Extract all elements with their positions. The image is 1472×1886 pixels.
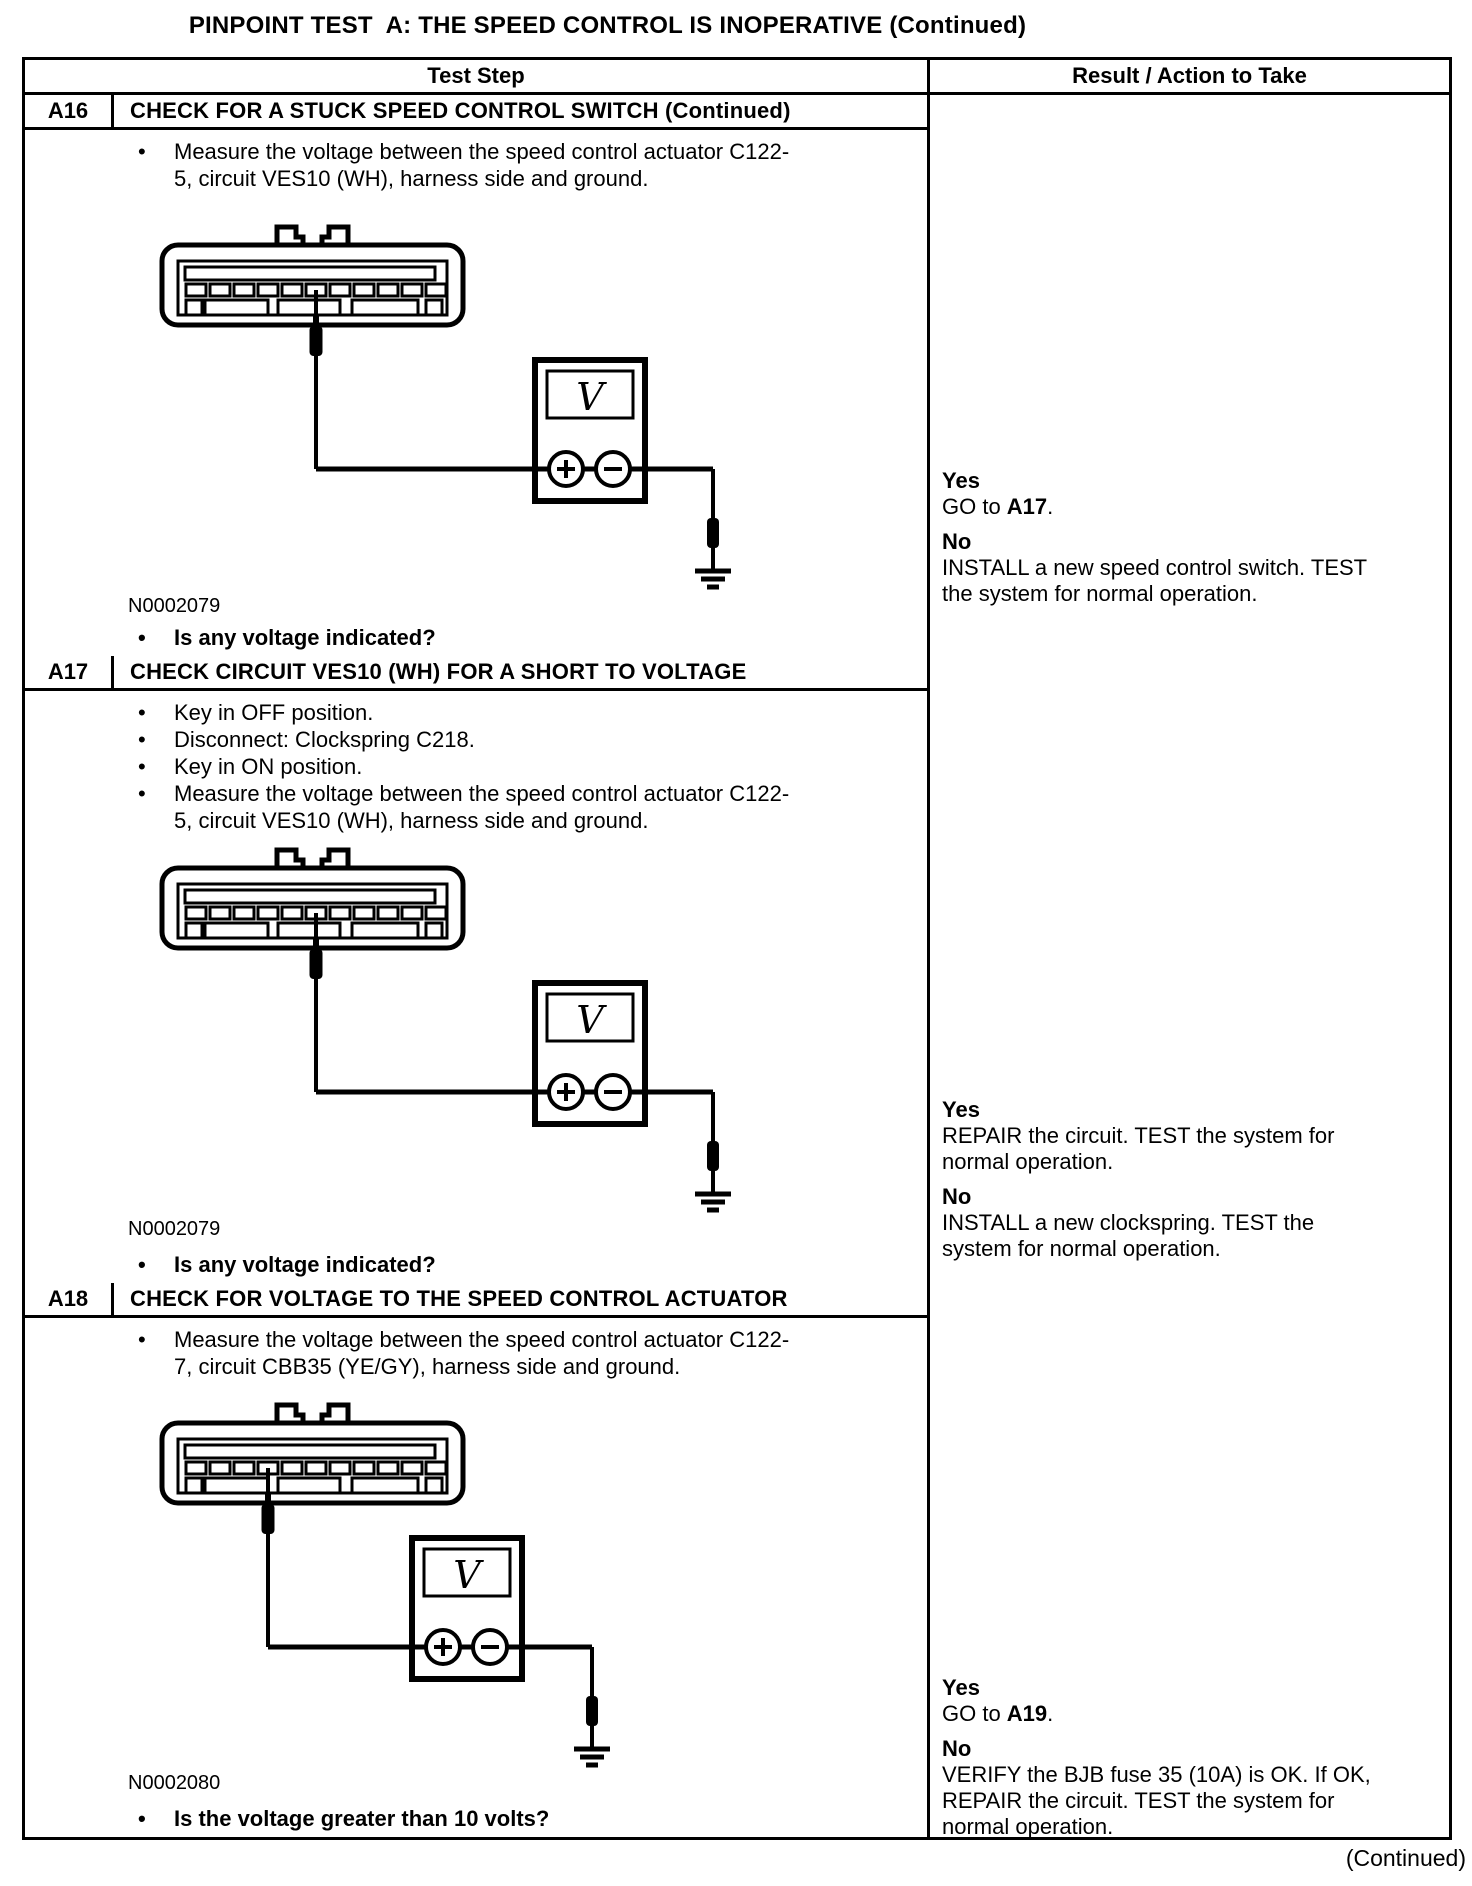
step-id-cell: A18 — [25, 1283, 114, 1315]
question-text: Is the voltage greater than 10 volts? — [174, 1806, 550, 1831]
question-text: Is any voltage indicated? — [174, 625, 436, 650]
figure-caption: N0002079 — [128, 1218, 221, 1240]
instruction-item: • Measure the voltage between the speed … — [138, 1326, 794, 1380]
bullet-marker: • — [138, 781, 146, 806]
no-action: INSTALL a new speed control switch. TEST… — [942, 555, 1367, 606]
harness-connector — [159, 847, 466, 951]
step-header-row: A16 CHECK FOR A STUCK SPEED CONTROL SWIT… — [25, 95, 927, 130]
yes-action: GO to A19. — [942, 1701, 1054, 1726]
step-title: CHECK FOR VOLTAGE TO THE SPEED CONTROL A… — [130, 1286, 788, 1311]
page-title: PINPOINT TEST A: THE SPEED CONTROL IS IN… — [188, 12, 1027, 39]
bullet-text: Disconnect: Clockspring C218. — [174, 727, 475, 752]
probe-body — [309, 949, 323, 979]
result-cell: Yes REPAIR the circuit. TEST the system … — [927, 656, 1449, 1283]
result-cell: Yes GO to A19. No VERIFY the BJB fuse 35… — [927, 1283, 1449, 1840]
step-body: • Key in OFF position. • Disconnect: Clo… — [25, 691, 927, 1283]
voltmeter: V — [316, 980, 713, 1127]
step-id-cell: A16 — [25, 95, 114, 127]
bullet-marker: • — [138, 1252, 146, 1277]
instruction-item: • Disconnect: Clockspring C218. — [138, 726, 794, 753]
instruction-item: • Key in OFF position. — [138, 699, 794, 726]
result-block: Yes REPAIR the circuit. TEST the system … — [942, 1097, 1372, 1262]
probe-body — [309, 326, 323, 356]
bullet-marker: • — [138, 1806, 146, 1831]
step-question: • Is any voltage indicated? — [138, 624, 436, 651]
ground-symbol — [695, 469, 731, 590]
question-text: Is any voltage indicated? — [174, 1252, 436, 1277]
no-label: No — [942, 1184, 972, 1209]
harness-connector — [159, 224, 466, 328]
ground-symbol — [574, 1647, 610, 1768]
yes-label: Yes — [942, 468, 980, 493]
column-header-test-step: Test Step — [427, 63, 525, 88]
step-id-cell: A17 — [25, 656, 114, 688]
no-label: No — [942, 1736, 972, 1761]
test-step-section-a17: Yes REPAIR the circuit. TEST the system … — [25, 656, 1449, 1283]
result-cell: Yes GO to A17. No INSTALL a new speed co… — [927, 95, 1449, 656]
probe-tip — [313, 937, 319, 953]
result-block: Yes GO to A19. No VERIFY the BJB fuse 35… — [942, 1675, 1372, 1840]
bullet-marker: • — [138, 139, 146, 164]
step-title: CHECK FOR A STUCK SPEED CONTROL SWITCH (… — [130, 98, 791, 123]
continued-note: (Continued) — [1345, 1845, 1466, 1871]
step-title: CHECK CIRCUIT VES10 (WH) FOR A SHORT TO … — [130, 659, 747, 684]
figure-caption: N0002080 — [128, 1772, 221, 1794]
probe-body — [261, 1504, 275, 1534]
instruction-item: • Measure the voltage between the speed … — [138, 780, 794, 834]
result-block: Yes GO to A17. No INSTALL a new speed co… — [942, 468, 1372, 607]
bullet-text: Measure the voltage between the speed co… — [174, 1327, 790, 1379]
bullet-marker: • — [138, 754, 146, 779]
voltmeter: V — [268, 1535, 592, 1682]
step-instruction-list: • Key in OFF position. • Disconnect: Clo… — [138, 699, 794, 834]
goto-step-ref: A19 — [1006, 1701, 1048, 1726]
step-instruction-list: • Measure the voltage between the speed … — [138, 1326, 794, 1380]
step-body: • Measure the voltage between the speed … — [25, 130, 927, 656]
no-action: INSTALL a new clockspring. TEST the syst… — [942, 1210, 1315, 1261]
measurement-schematic: V — [159, 224, 731, 590]
bullet-text: Key in ON position. — [174, 754, 363, 779]
yes-label: Yes — [942, 1097, 980, 1122]
step-question: • Is any voltage indicated? — [138, 1251, 436, 1278]
yes-action: GO to A17. — [942, 494, 1054, 519]
voltmeter-display-glyph: V — [453, 1553, 484, 1597]
bullet-text: Measure the voltage between the speed co… — [174, 781, 790, 833]
column-header-result-action: Result / Action to Take — [1072, 63, 1307, 88]
step-instruction-list: • Measure the voltage between the speed … — [138, 138, 794, 192]
bullet-marker: • — [138, 727, 146, 752]
yes-label: Yes — [942, 1675, 980, 1700]
no-action: VERIFY the BJB fuse 35 (10A) is OK. If O… — [942, 1762, 1371, 1839]
bullet-text: Key in OFF position. — [174, 700, 374, 725]
probe-tip — [313, 314, 319, 330]
harness-connector — [159, 1402, 466, 1506]
step-question: • Is the voltage greater than 10 volts? — [138, 1805, 549, 1832]
bullet-marker: • — [138, 700, 146, 725]
instruction-item: • Key in ON position. — [138, 753, 794, 780]
goto-step-ref: A17 — [1006, 494, 1048, 519]
yes-action: REPAIR the circuit. TEST the system for … — [942, 1123, 1335, 1174]
pinpoint-test-table: Test Step Result / Action to Take Yes GO… — [22, 57, 1452, 1840]
step-header-row: A18 CHECK FOR VOLTAGE TO THE SPEED CONTR… — [25, 1283, 927, 1318]
bullet-text: Measure the voltage between the speed co… — [174, 139, 790, 191]
ground-symbol — [695, 1092, 731, 1213]
instruction-item: • Measure the voltage between the speed … — [138, 138, 794, 192]
voltmeter: V — [316, 357, 713, 504]
bullet-marker: • — [138, 1327, 146, 1352]
measurement-schematic: V — [159, 1402, 610, 1768]
step-body: • Measure the voltage between the speed … — [25, 1318, 927, 1837]
step-header-row: A17 CHECK CIRCUIT VES10 (WH) FOR A SHORT… — [25, 656, 927, 691]
test-step-section-a18: Yes GO to A19. No VERIFY the BJB fuse 35… — [25, 1283, 1449, 1840]
column-divider — [927, 60, 930, 92]
test-step-section-a16: Yes GO to A17. No INSTALL a new speed co… — [25, 95, 1449, 656]
table-header-row: Test Step Result / Action to Take — [25, 60, 1449, 95]
bullet-marker: • — [138, 625, 146, 650]
voltmeter-display-glyph: V — [576, 375, 607, 419]
measurement-schematic: V — [159, 847, 731, 1213]
figure-caption: N0002079 — [128, 595, 221, 617]
probe-tip — [265, 1492, 271, 1508]
no-label: No — [942, 529, 972, 554]
voltmeter-display-glyph: V — [576, 998, 607, 1042]
